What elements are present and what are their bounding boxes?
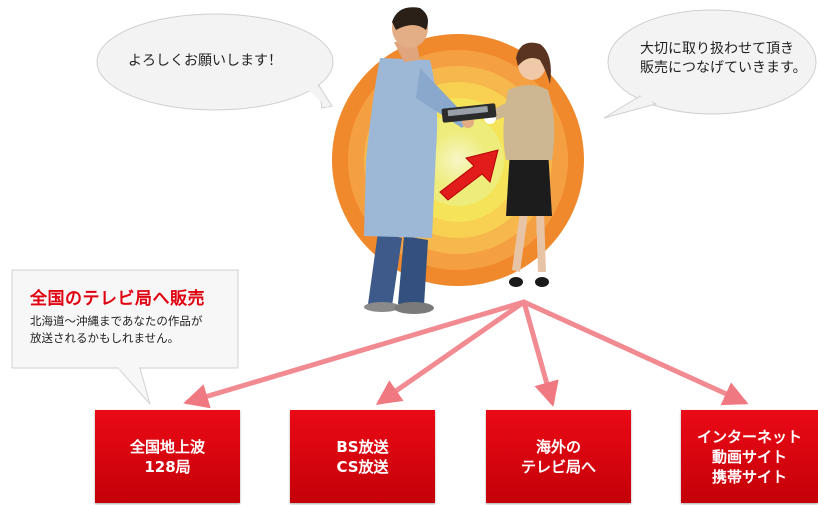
speech-bubble-left-text: よろしくお願いします！ — [128, 52, 328, 71]
destination-line: 動画サイト — [711, 447, 787, 466]
video-tape-icon — [441, 103, 497, 123]
callout-content: 全国のテレビ局へ販売 北海道〜沖縄まであなたの作品が 放送されるかもしれません。 — [30, 288, 235, 347]
red-handover-arrow-icon — [439, 149, 499, 201]
bubble-right-line-1: 大切に取り扱わせて頂き — [640, 41, 794, 57]
destination-line: CS放送 — [336, 457, 389, 476]
destination-line: インターネット — [696, 427, 802, 446]
distribution-arrows — [183, 299, 749, 409]
callout-body: 北海道〜沖縄まであなたの作品が 放送されるかもしれません。 — [30, 313, 235, 347]
destination-terrestrial: 全国地上波 128局 — [95, 410, 240, 503]
bubble-left-line: よろしくお願いします！ — [128, 53, 282, 69]
callout-body-line-1: 北海道〜沖縄まであなたの作品が — [30, 314, 203, 328]
destination-internet: インターネット 動画サイト 携帯サイト — [681, 410, 818, 503]
destination-line: BS放送 — [336, 437, 389, 456]
speech-bubble-right — [603, 9, 817, 119]
destination-line: 全国地上波 — [129, 437, 205, 456]
destination-overseas: 海外の テレビ局へ — [486, 410, 631, 503]
speech-bubble-right-text: 大切に取り扱わせて頂き 販売につなげていきます。 — [640, 40, 810, 78]
destination-line: テレビ局へ — [520, 457, 596, 476]
speech-bubble-left — [96, 13, 334, 111]
callout-box — [11, 269, 239, 405]
man-figure-icon — [364, 7, 474, 314]
callout-body-line-2: 放送されるかもしれません。 — [30, 331, 180, 345]
destination-satellite: BS放送 CS放送 — [290, 410, 435, 503]
destination-line: 携帯サイト — [711, 467, 787, 486]
woman-figure-icon — [484, 42, 555, 287]
callout-title: 全国のテレビ局へ販売 — [30, 289, 205, 309]
bubble-right-line-2: 販売につなげていきます。 — [640, 60, 807, 76]
destination-line: 海外の — [535, 437, 581, 456]
destination-line: 128局 — [144, 457, 191, 476]
